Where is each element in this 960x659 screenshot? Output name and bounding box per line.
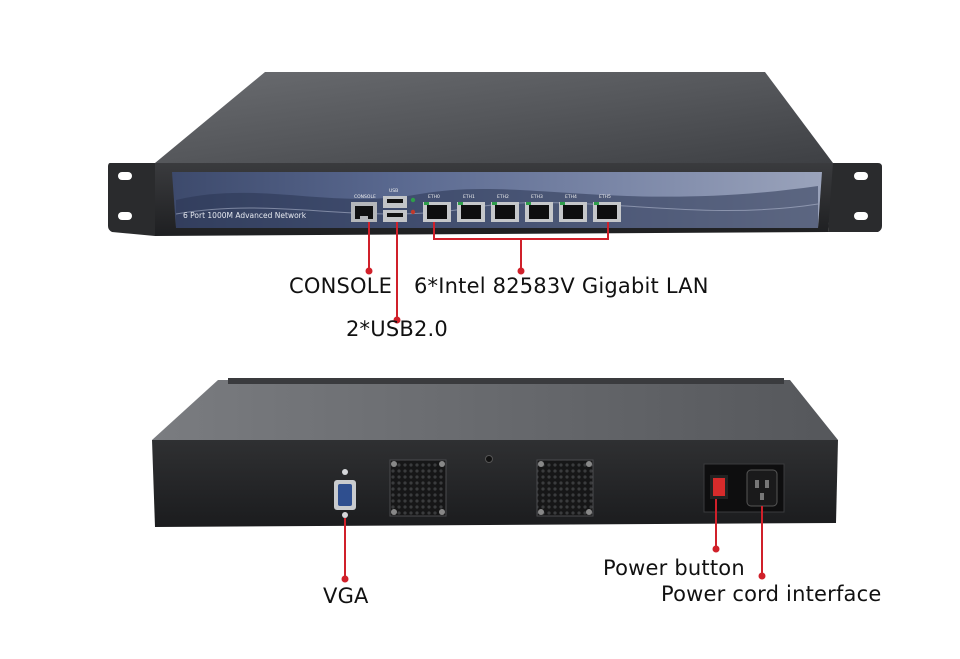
eth-port-label: ETH2	[497, 194, 509, 200]
lan-callout-label: 6*Intel 82583V Gigabit LAN	[414, 274, 709, 298]
status-led	[410, 209, 416, 215]
fan-grill-right	[536, 459, 594, 517]
usb-callout-dot	[393, 316, 401, 324]
front-callout-lines	[368, 222, 609, 320]
front-callout-dots	[365, 267, 525, 324]
right-rack-ear	[828, 163, 882, 232]
rear-rail	[228, 378, 784, 384]
power-socket	[746, 469, 778, 507]
front-chassis-top	[155, 72, 833, 163]
eth-port-label: ETH3	[531, 194, 543, 200]
eth-port-label: ETH5	[599, 194, 611, 200]
grounding-screw	[485, 455, 493, 463]
status-led	[410, 197, 416, 203]
power-cord-callout-dot	[758, 572, 766, 580]
rear-callout-dots	[341, 545, 766, 583]
vga-callout-dot	[341, 575, 349, 583]
power-cord-callout-label: Power cord interface	[661, 582, 882, 606]
vga-port	[334, 469, 356, 518]
rear-chassis-face	[152, 440, 838, 527]
rear-chassis-top	[152, 380, 838, 440]
power-module	[703, 463, 785, 513]
rear-chassis	[152, 378, 838, 527]
power-button-callout-dot	[712, 545, 720, 553]
console-callout-dot	[365, 267, 373, 275]
vga-callout-label: VGA	[323, 584, 369, 608]
front-chassis: 6 Port 1000M Advanced Network CONSOLE US…	[108, 72, 882, 236]
eth-port-group: ETH0 ETH1 ETH2 ETH3 ETH4 ETH5	[423, 194, 621, 222]
fan-grill-left	[389, 459, 447, 517]
left-rack-ear	[108, 163, 155, 236]
rear-callout-lines	[344, 499, 763, 578]
power-button-callout-label: Power button	[603, 556, 745, 580]
console-port-label: CONSOLE	[354, 194, 376, 200]
usb-callout-label: 2*USB2.0	[346, 317, 448, 341]
usb-port-label: USB	[389, 188, 398, 194]
eth-port-label: ETH0	[428, 194, 440, 200]
console-port	[351, 202, 377, 222]
eth-port-label: ETH1	[463, 194, 475, 200]
eth-port-label: ETH4	[565, 194, 577, 200]
usb-ports	[383, 196, 407, 222]
console-callout-label: CONSOLE	[289, 274, 393, 298]
lan-callout-dot	[517, 267, 525, 275]
model-text: 6 Port 1000M Advanced Network	[183, 211, 307, 220]
